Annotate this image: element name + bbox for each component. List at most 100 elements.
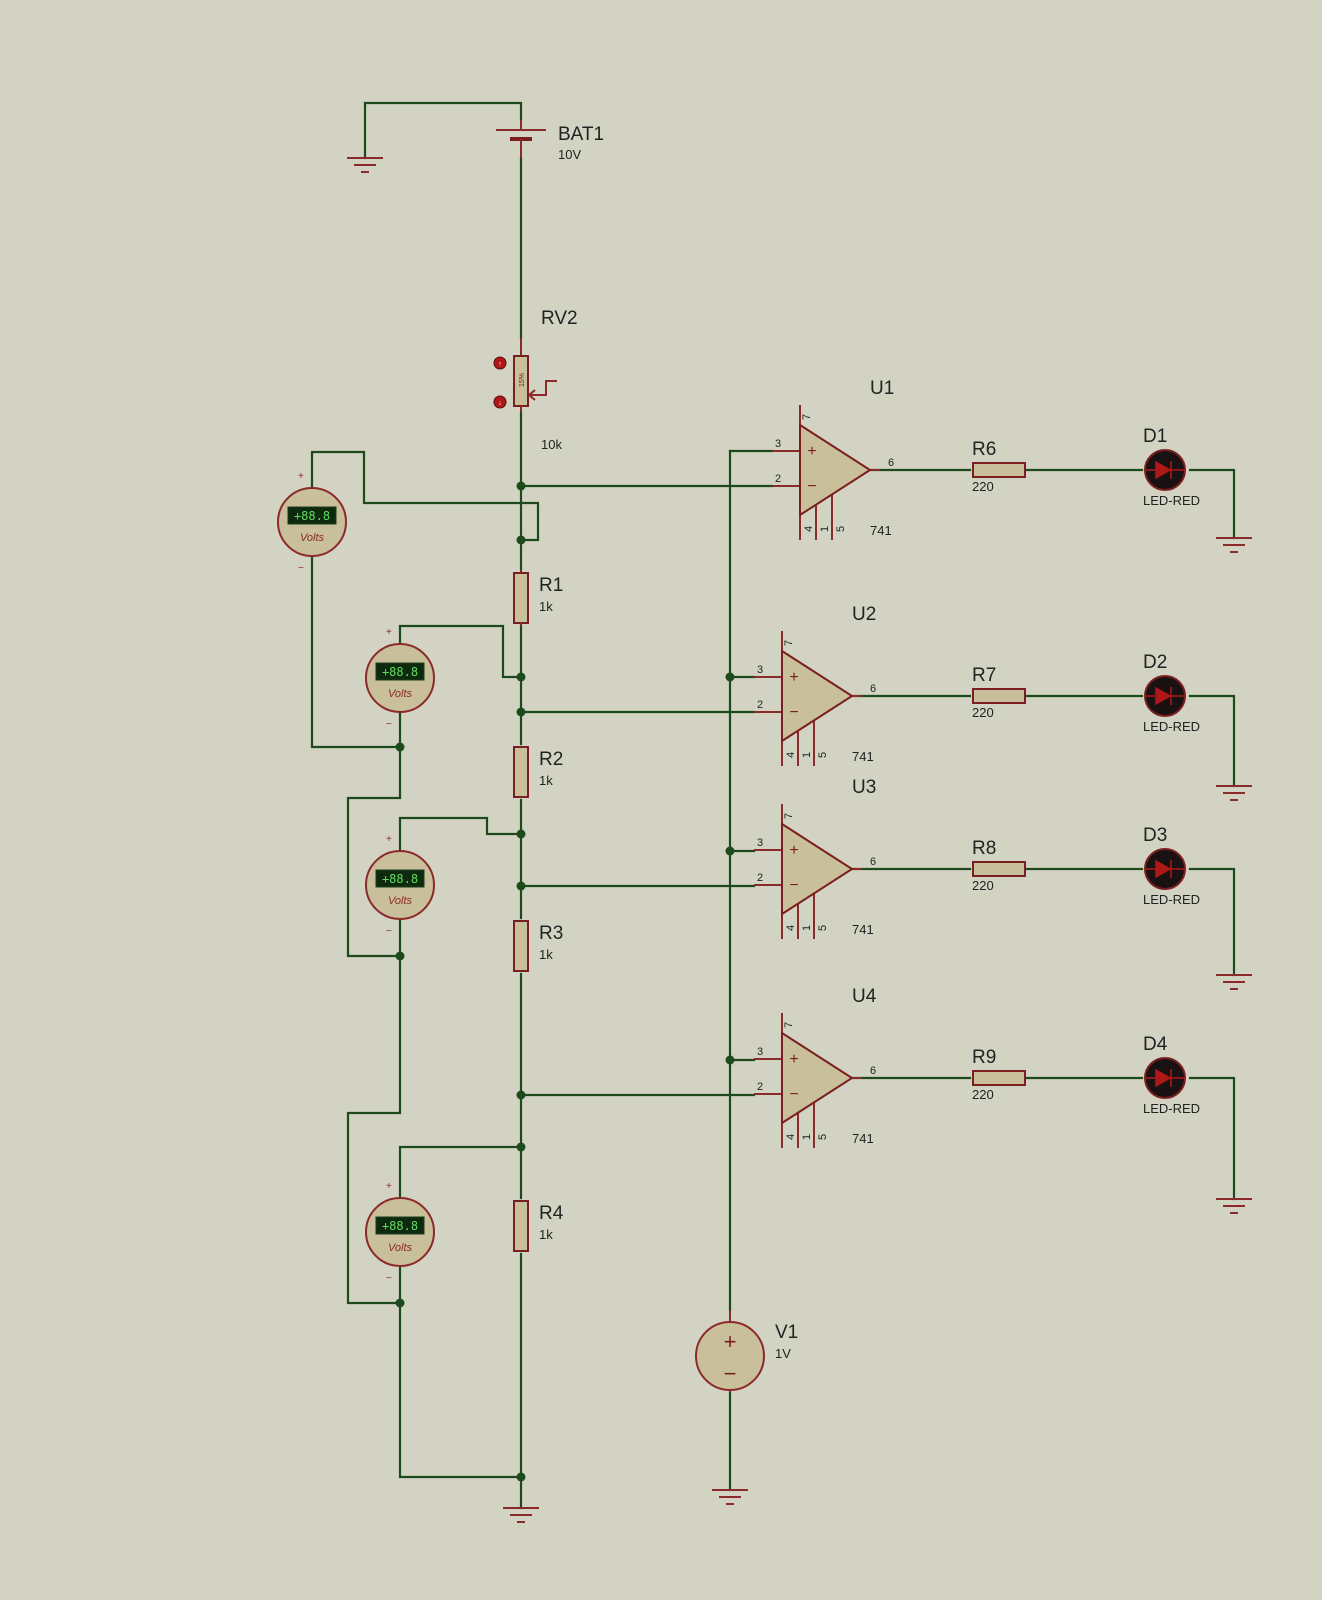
battery-icon xyxy=(496,120,546,158)
junction-dot xyxy=(516,1472,526,1482)
led-part-label: LED-RED xyxy=(1143,1101,1200,1116)
resistor-ref-label: R8 xyxy=(972,838,996,859)
pin-number: 3 xyxy=(757,837,763,849)
junction-dot xyxy=(395,951,405,961)
voltmeter-1[interactable]: +88.8 Volts + − xyxy=(277,471,347,574)
led-ref-label: D2 xyxy=(1143,652,1167,673)
voltmeter-3[interactable]: +88.8 Volts + − xyxy=(365,834,435,937)
junction-dot xyxy=(516,1142,526,1152)
battery-bat1[interactable]: BAT1 10V xyxy=(496,120,604,162)
voltmeter-4[interactable]: +88.8 Volts + − xyxy=(365,1181,435,1284)
opamp-ref-label: U4 xyxy=(852,986,877,1007)
resistor-value-label: 220 xyxy=(972,1087,994,1102)
led-d1[interactable]: D1 LED-RED xyxy=(1143,426,1200,508)
resistor-body xyxy=(972,1070,1026,1086)
led-d3[interactable]: D3 LED-RED xyxy=(1143,825,1200,907)
pin-number: 3 xyxy=(775,438,781,450)
opamp-u4[interactable]: + − 3 2 6 7 4 1 5 U4 741 xyxy=(754,986,877,1148)
opamp-plus-sign: + xyxy=(789,669,798,686)
source-value-label: 1V xyxy=(775,1346,791,1361)
voltmeter-plus: + xyxy=(386,627,392,638)
opamp-minus-sign: − xyxy=(789,1086,798,1103)
resistor-value-label: 220 xyxy=(972,705,994,720)
junction-dot xyxy=(516,881,526,891)
source-minus-sign: − xyxy=(724,1361,737,1386)
pin-number: 5 xyxy=(835,526,847,532)
pin-number: 4 xyxy=(785,1134,797,1140)
pin-number: 7 xyxy=(783,813,795,819)
pin-number: 1 xyxy=(801,752,813,758)
output-resistor-r8[interactable]: R8 220 xyxy=(972,838,1026,893)
opamp-minus-sign: − xyxy=(789,877,798,894)
svg-text:↓: ↓ xyxy=(498,400,502,407)
voltmeter-reading: +88.8 xyxy=(382,872,418,886)
pin-number: 3 xyxy=(757,1046,763,1058)
pin-number: 1 xyxy=(801,1134,813,1140)
voltmeter-reading: +88.8 xyxy=(294,509,330,523)
junction-dot xyxy=(725,846,735,856)
resistor-ref-label: R9 xyxy=(972,1047,996,1068)
led-d4[interactable]: D4 LED-RED xyxy=(1143,1034,1200,1116)
resistor-body xyxy=(513,572,529,624)
junction-dot xyxy=(395,742,405,752)
voltmeter-2[interactable]: +88.8 Volts + − xyxy=(365,627,435,730)
resistor-body xyxy=(513,746,529,798)
output-resistor-r6[interactable]: R6 220 xyxy=(972,439,1026,494)
voltmeter-plus: + xyxy=(386,834,392,845)
led-d2[interactable]: D2 LED-RED xyxy=(1143,652,1200,734)
pin-number: 2 xyxy=(757,699,763,711)
ground-icon xyxy=(1216,785,1252,801)
resistor-body xyxy=(513,1200,529,1252)
voltmeter-minus: − xyxy=(386,1273,392,1284)
battery-ref-label: BAT1 xyxy=(558,124,604,145)
potentiometer-rv2[interactable]: 15% ↑ ↓ RV2 10k xyxy=(493,308,578,452)
opamp-triangle-icon xyxy=(781,822,854,916)
svg-text:↑: ↑ xyxy=(498,361,502,368)
opamp-triangle-icon xyxy=(799,423,872,517)
resistor-value-label: 220 xyxy=(972,878,994,893)
output-resistor-r9[interactable]: R9 220 xyxy=(972,1047,1026,1102)
ground-icon xyxy=(1216,537,1252,553)
opamp-part-label: 741 xyxy=(852,749,874,764)
opamp-ref-label: U3 xyxy=(852,777,876,798)
reference-source-v1[interactable]: + − V1 1V xyxy=(695,1310,798,1392)
junctions xyxy=(395,481,735,1482)
voltmeter-units: Volts xyxy=(300,532,325,544)
decrease-button[interactable]: ↓ xyxy=(493,395,507,409)
ground-icon xyxy=(1216,1198,1252,1214)
pin-number: 7 xyxy=(801,414,813,420)
output-resistor-r7[interactable]: R7 220 xyxy=(972,665,1026,720)
led-part-label: LED-RED xyxy=(1143,719,1200,734)
increase-button[interactable]: ↑ xyxy=(493,356,507,370)
divider-resistor-r1[interactable]: R1 1k xyxy=(513,570,563,626)
pin-number: 2 xyxy=(757,1081,763,1093)
voltmeter-minus: − xyxy=(386,719,392,730)
opamp-u1[interactable]: + − 3 2 6 7 4 1 5 U1 741 xyxy=(772,378,894,540)
resistor-body xyxy=(513,920,529,972)
divider-resistor-r3[interactable]: R3 1k xyxy=(513,920,563,972)
opamp-plus-sign: + xyxy=(789,842,798,859)
opamp-plus-sign: + xyxy=(807,443,816,460)
potentiometer-value-label: 10k xyxy=(541,437,562,452)
wiper-arrow-icon xyxy=(529,380,557,396)
divider-resistor-r4[interactable]: R4 1k xyxy=(513,1200,564,1252)
pin-number: 4 xyxy=(803,526,815,532)
opamp-part-label: 741 xyxy=(870,523,892,538)
opamp-u2[interactable]: + − 3 2 6 7 4 1 5 U2 741 xyxy=(754,604,876,766)
resistor-value-label: 1k xyxy=(539,599,553,614)
divider-resistor-r2[interactable]: R2 1k xyxy=(513,746,563,798)
resistor-ref-label: R4 xyxy=(539,1203,564,1224)
voltmeter-display xyxy=(375,1216,425,1235)
led-part-label: LED-RED xyxy=(1143,892,1200,907)
pin-number: 7 xyxy=(783,640,795,646)
voltmeter-minus: − xyxy=(386,926,392,937)
voltmeter-reading: +88.8 xyxy=(382,1219,418,1233)
pin-number: 5 xyxy=(817,925,829,931)
resistor-body xyxy=(972,861,1026,877)
voltmeter-display xyxy=(375,869,425,888)
wires xyxy=(310,101,1236,1510)
pin-number: 1 xyxy=(819,526,831,532)
voltmeter-display xyxy=(287,506,337,525)
pin-number: 2 xyxy=(757,872,763,884)
opamp-u3[interactable]: + − 3 2 6 7 4 1 5 U3 741 xyxy=(754,777,876,939)
